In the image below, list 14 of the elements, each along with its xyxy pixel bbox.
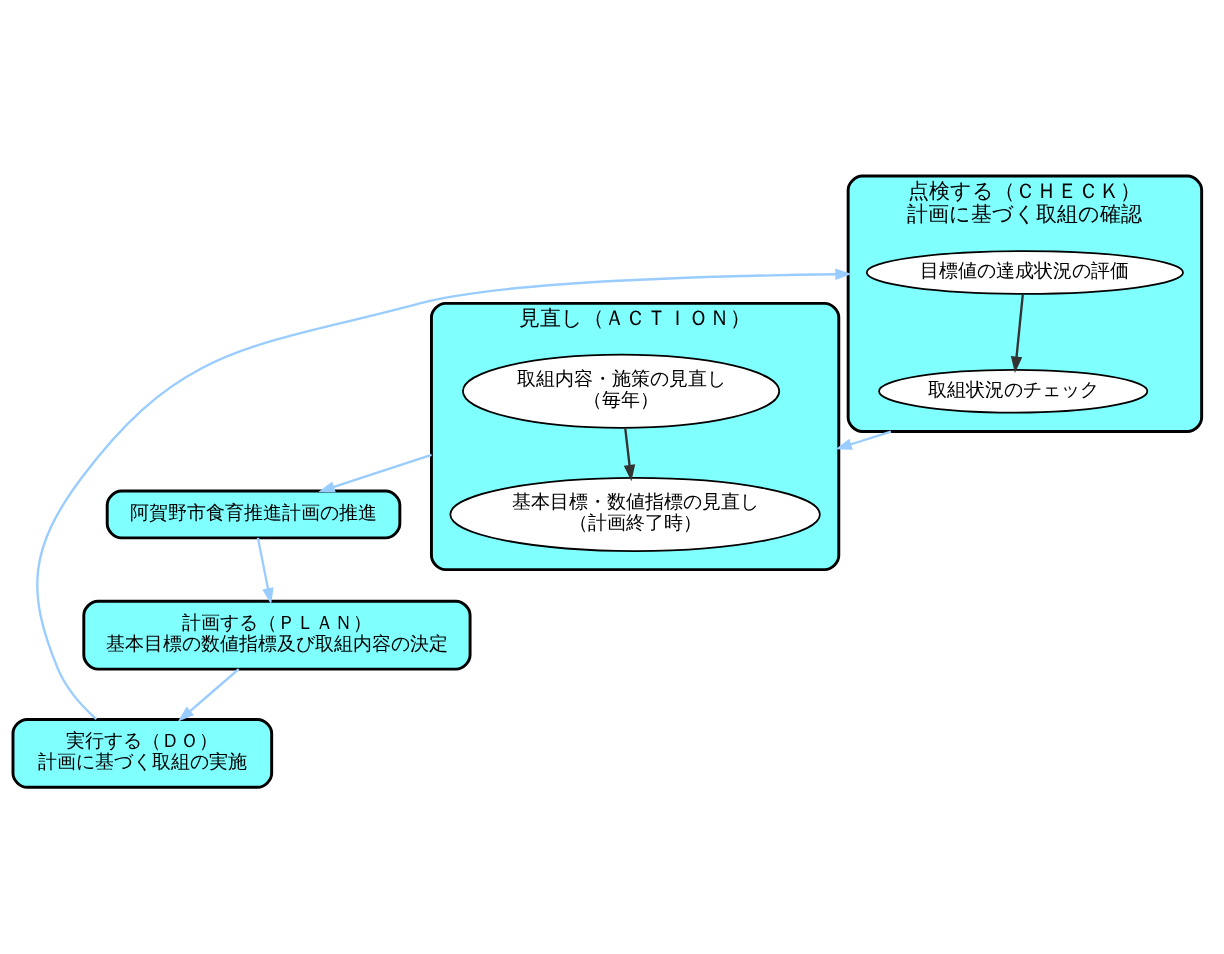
arrow (36, 268, 852, 720)
node-ellipse: 取組状況のチェック (878, 369, 1149, 414)
arrow (177, 668, 240, 722)
node-box: 実行する（ＤＯ） 計画に基づく取組の実施 (11, 717, 274, 789)
node-ellipse: 目標値の達成状況の評価 (865, 250, 1184, 295)
arrow (1010, 294, 1024, 373)
node-ellipse: 基本目標・数値指標の見直し （計画終了時） (449, 477, 821, 552)
node-box: 阿賀野市食育推進計画の推進 (105, 489, 402, 540)
arrow (256, 537, 274, 605)
node-ellipse: 取組内容・施策の見直し （毎年） (462, 353, 781, 429)
arrow (318, 453, 432, 493)
arrow (835, 430, 892, 450)
node-box: 計画する（ＰＬＡＮ） 基本目標の数値指標及び取組内容の決定 (82, 599, 472, 671)
arrow (623, 427, 636, 482)
